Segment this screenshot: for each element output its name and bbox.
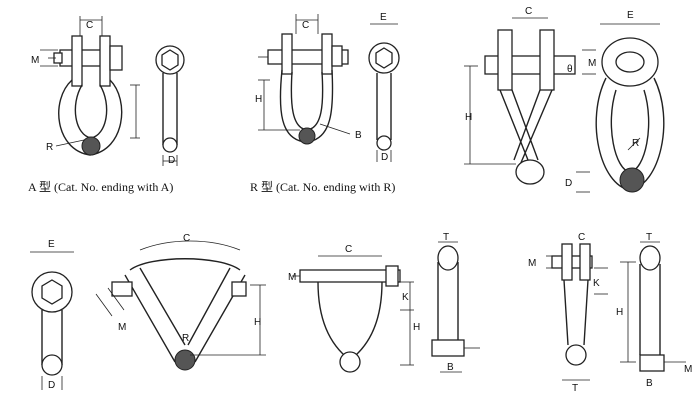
v-shackle-front	[95, 240, 266, 371]
eye-side-view	[30, 251, 74, 390]
label-c: C	[525, 6, 532, 17]
label-b: B	[646, 378, 653, 389]
twisted-shackle-front	[464, 17, 576, 185]
label-theta: θ	[567, 64, 573, 75]
label-h: H	[254, 317, 261, 328]
label-e: E	[627, 10, 634, 21]
label-c: C	[345, 244, 352, 255]
type-r-front-view	[258, 14, 351, 145]
slim-link-side-view	[620, 241, 686, 372]
twisted-shackle-side	[576, 23, 665, 193]
label-m: M	[288, 272, 296, 283]
label-h: H	[255, 94, 262, 105]
label-t: T	[443, 232, 449, 243]
label-d: D	[565, 178, 572, 189]
type-a-front-view	[40, 16, 140, 156]
clevis-front-view	[292, 255, 414, 373]
label-e: E	[48, 239, 55, 250]
label-r: R	[632, 138, 639, 149]
label-b: B	[355, 130, 362, 141]
label-b: B	[447, 362, 454, 373]
type-r-side-view	[368, 23, 400, 162]
label-r: R	[46, 142, 53, 153]
caption-type-a: A 型 (Cat. No. ending with A)	[28, 180, 173, 194]
label-d: D	[381, 152, 388, 163]
label-k: K	[593, 278, 600, 289]
label-k: K	[402, 292, 409, 303]
clevis-side-view	[431, 241, 480, 373]
label-r: R	[182, 333, 189, 344]
type-a-side-view	[155, 45, 185, 166]
label-m: M	[31, 55, 39, 66]
label-t: T	[646, 232, 652, 243]
label-m: M	[118, 322, 126, 333]
label-d: D	[168, 155, 175, 166]
label-e: E	[380, 12, 387, 23]
label-h: H	[465, 112, 472, 123]
label-c: C	[183, 233, 190, 244]
label-t: T	[572, 383, 578, 394]
label-c: C	[86, 20, 93, 31]
label-m: M	[684, 364, 692, 375]
caption-type-r: R 型 (Cat. No. ending with R)	[250, 180, 395, 194]
label-d: D	[48, 380, 55, 391]
label-c: C	[302, 20, 309, 31]
label-m: M	[528, 258, 536, 269]
label-h: H	[413, 322, 420, 333]
label-m: M	[588, 58, 596, 69]
slim-link-front-view	[546, 243, 608, 381]
label-h: H	[616, 307, 623, 318]
label-c: C	[578, 232, 585, 243]
